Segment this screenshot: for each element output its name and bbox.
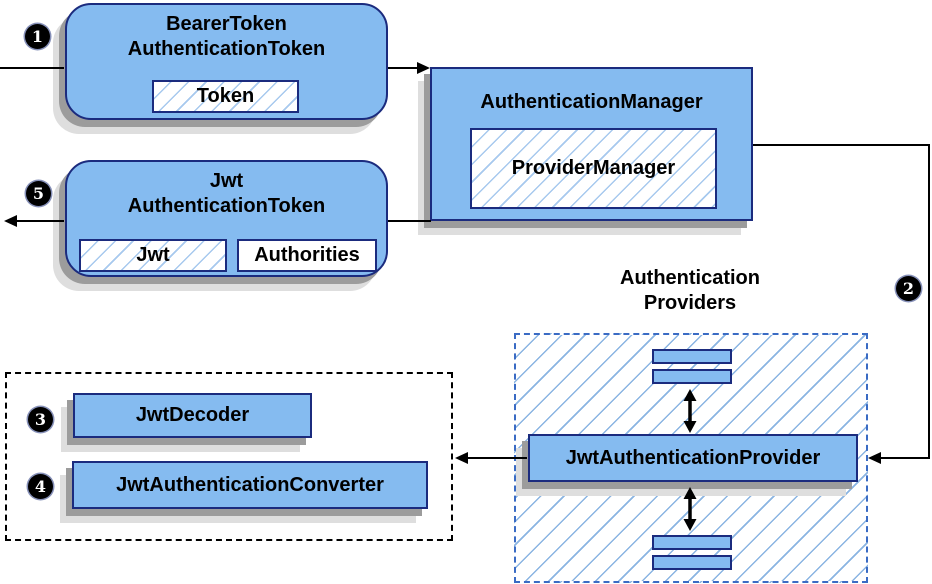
bearer-token-authentication-token-node: BearerToken AuthenticationToken Token — [65, 3, 388, 120]
provider-placeholder-bar-bottom-1 — [652, 535, 732, 550]
provider-manager-field: ProviderManager — [470, 128, 717, 209]
provider-placeholder-bar-top-1 — [652, 349, 732, 364]
providers-caption-line1: Authentication — [620, 267, 760, 289]
authentication-providers-caption: Authentication Providers — [555, 266, 825, 316]
bearer-token-title-line2: AuthenticationToken — [127, 38, 326, 60]
provider-placeholder-bar-bottom-2 — [652, 555, 732, 570]
providers-caption-line2: Providers — [643, 292, 737, 314]
authentication-manager-title: AuthenticationManager — [480, 91, 703, 113]
provider-to-decoder-arrowhead-icon — [455, 452, 468, 464]
authentication-manager-node: AuthenticationManager ProviderManager — [430, 67, 753, 221]
jwt-field: Jwt — [79, 239, 227, 272]
decoder-group-dashed-box — [5, 372, 453, 541]
outgoing-result-arrowhead-icon — [4, 215, 17, 227]
token-field: Token — [152, 80, 299, 113]
step-4-badge: 4 — [28, 474, 53, 499]
step-3-badge: 3 — [28, 407, 53, 432]
jwt-decoder-node: JwtDecoder — [73, 393, 312, 438]
manager-to-provider-arrowhead-icon — [868, 452, 881, 464]
bearer-to-manager-arrowhead-icon — [417, 62, 430, 74]
jwt-token-title-line1: Jwt — [209, 170, 244, 192]
step-1-badge: 1 — [25, 24, 50, 49]
provider-placeholder-bar-top-2 — [652, 369, 732, 384]
bearer-token-title-line1: BearerToken — [166, 13, 287, 35]
jwt-token-title-line2: AuthenticationToken — [127, 195, 326, 217]
step-5-badge: 5 — [26, 181, 51, 206]
jwt-authentication-converter-node: JwtAuthenticationConverter — [72, 461, 428, 509]
jwt-authentication-token-node: Jwt AuthenticationToken Jwt Authorities — [65, 160, 388, 277]
jwt-authentication-provider-node: JwtAuthenticationProvider — [528, 434, 858, 482]
step-2-badge: 2 — [896, 276, 921, 301]
authorities-field: Authorities — [237, 239, 377, 272]
